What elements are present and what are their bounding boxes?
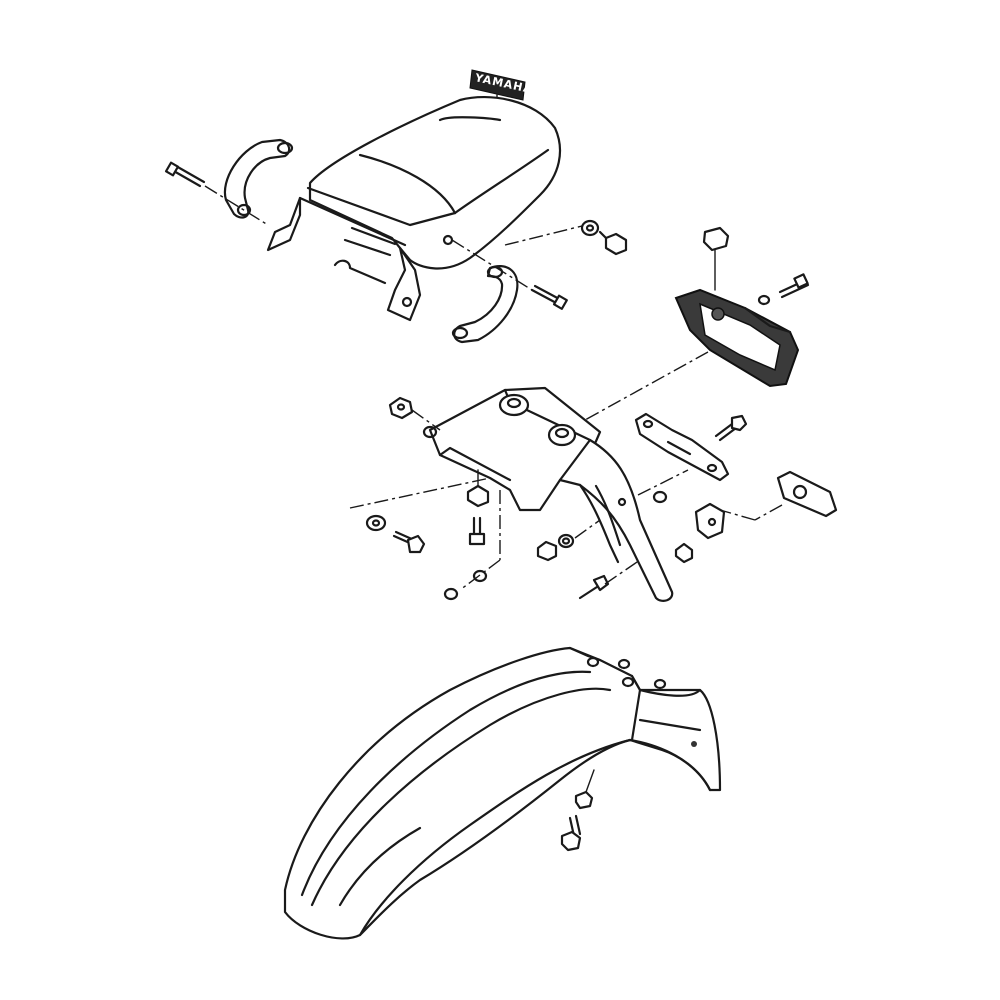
rear-reflector xyxy=(776,470,838,518)
seat-bolt-center xyxy=(530,284,568,310)
seat-bolt-left xyxy=(164,161,206,188)
front-fender-collar xyxy=(574,790,594,810)
front-fender-bolt xyxy=(560,814,582,852)
bracket-nut-top-left xyxy=(388,396,414,420)
stay-bolt-lower xyxy=(578,574,610,600)
right-grab-handle xyxy=(451,264,519,344)
bracket-bolt-center xyxy=(443,469,490,601)
bracket-nut-lower-left xyxy=(365,514,426,554)
left-grab-handle xyxy=(223,138,294,219)
rear-fender-bracket xyxy=(422,386,674,602)
reflector-bracket-bolt xyxy=(714,414,748,442)
reflector-mount-plate xyxy=(652,490,726,564)
seat-tail-cowl xyxy=(266,96,562,322)
seat-washer-nut xyxy=(580,219,628,256)
front-fender xyxy=(283,646,722,940)
stay-nut-washer xyxy=(536,533,575,562)
tail-light-unit xyxy=(674,226,800,388)
tail-light-bolt xyxy=(757,273,810,306)
reflector-bracket xyxy=(634,412,730,482)
